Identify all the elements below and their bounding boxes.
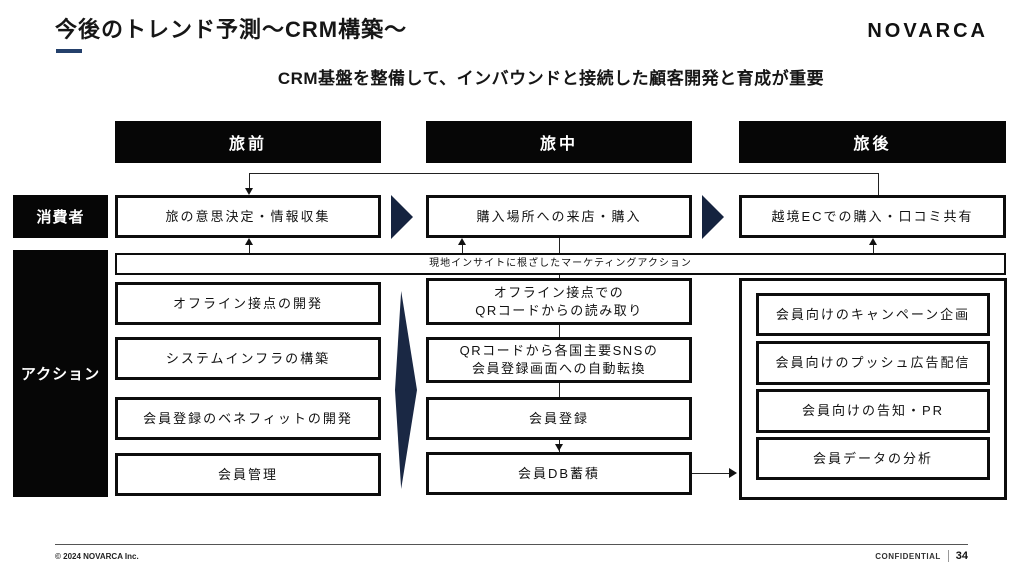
consumer-box-decision: 旅の意思決定・情報収集 [115,195,381,238]
action-during-member-db: 会員DB蓄積 [426,452,692,495]
flow-arrow-right-icon [391,195,413,239]
action-post-data-analysis: 会員データの分析 [756,437,990,480]
bar-to-consumer-arrowhead-up-icon [245,238,253,245]
phase-header-during-trip: 旅中 [426,121,692,163]
bar-to-consumer-arrowhead-up-icon [458,238,466,245]
page-number: 34 [955,550,968,562]
action-pre-member-benefit: 会員登録のベネフィットの開発 [115,397,381,440]
flow-arrow-right-icon [702,195,724,239]
bar-to-consumer-line [873,244,874,254]
key-message: CRM基盤を整備して、インバウンドと接続した顧客開発と育成が重要 [277,69,825,88]
action-pre-offline-touchpoint: オフライン接点の開発 [115,282,381,325]
action-pre-member-management: 会員管理 [115,453,381,496]
db-to-post-line [692,473,730,474]
footer-separator [947,550,949,562]
bar-to-consumer-arrowhead-up-icon [869,238,877,245]
feedback-loop-line-horizontal [249,173,879,174]
title-accent-underline [56,49,82,53]
feedback-arrowhead-down-icon [245,188,253,195]
phase-header-pre-trip: 旅前 [115,121,381,163]
row-label-consumer: 消費者 [13,195,108,238]
page-title: 今後のトレンド予測〜CRM構築〜 [55,17,408,42]
marketing-action-bar: 現地インサイトに根ざしたマーケティングアクション [115,253,1006,275]
action-during-member-registration: 会員登録 [426,397,692,440]
row-label-action: アクション [13,250,108,497]
action-post-push-ads: 会員向けのプッシュ広告配信 [756,341,990,385]
footer-copyright: © 2024 NOVARCA Inc. [55,552,139,561]
action-post-campaign: 会員向けのキャンペーン企画 [756,293,990,336]
action-during-sns-redirect: QRコードから各国主要SNSの 会員登録画面への自動転換 [426,337,692,383]
action-during-qr-scan: オフライン接点での QRコードからの読み取り [426,278,692,325]
bar-to-consumer-line [462,244,463,254]
feedback-loop-line-left [249,173,250,189]
confidential-label: CONFIDENTIAL [875,551,941,561]
bar-to-consumer-line [249,244,250,254]
feedback-loop-line-right [878,173,879,195]
consumer-box-crossborder-ec: 越境ECでの購入・口コミ共有 [739,195,1006,238]
big-flow-arrow-right-icon [395,291,417,489]
phase-header-post-trip: 旅後 [739,121,1006,163]
action-pre-system-infra: システムインフラの構築 [115,337,381,380]
middle-flow-arrowhead-down-icon [555,444,563,451]
db-to-post-arrowhead-right-icon [729,468,737,478]
consumer-box-purchase: 購入場所への来店・購入 [426,195,692,238]
action-post-notice-pr: 会員向けの告知・PR [756,389,990,433]
footer-divider [55,544,968,545]
footer-right-group: CONFIDENTIAL 34 [875,550,968,562]
novarca-logo: NOVARCA [867,20,988,42]
